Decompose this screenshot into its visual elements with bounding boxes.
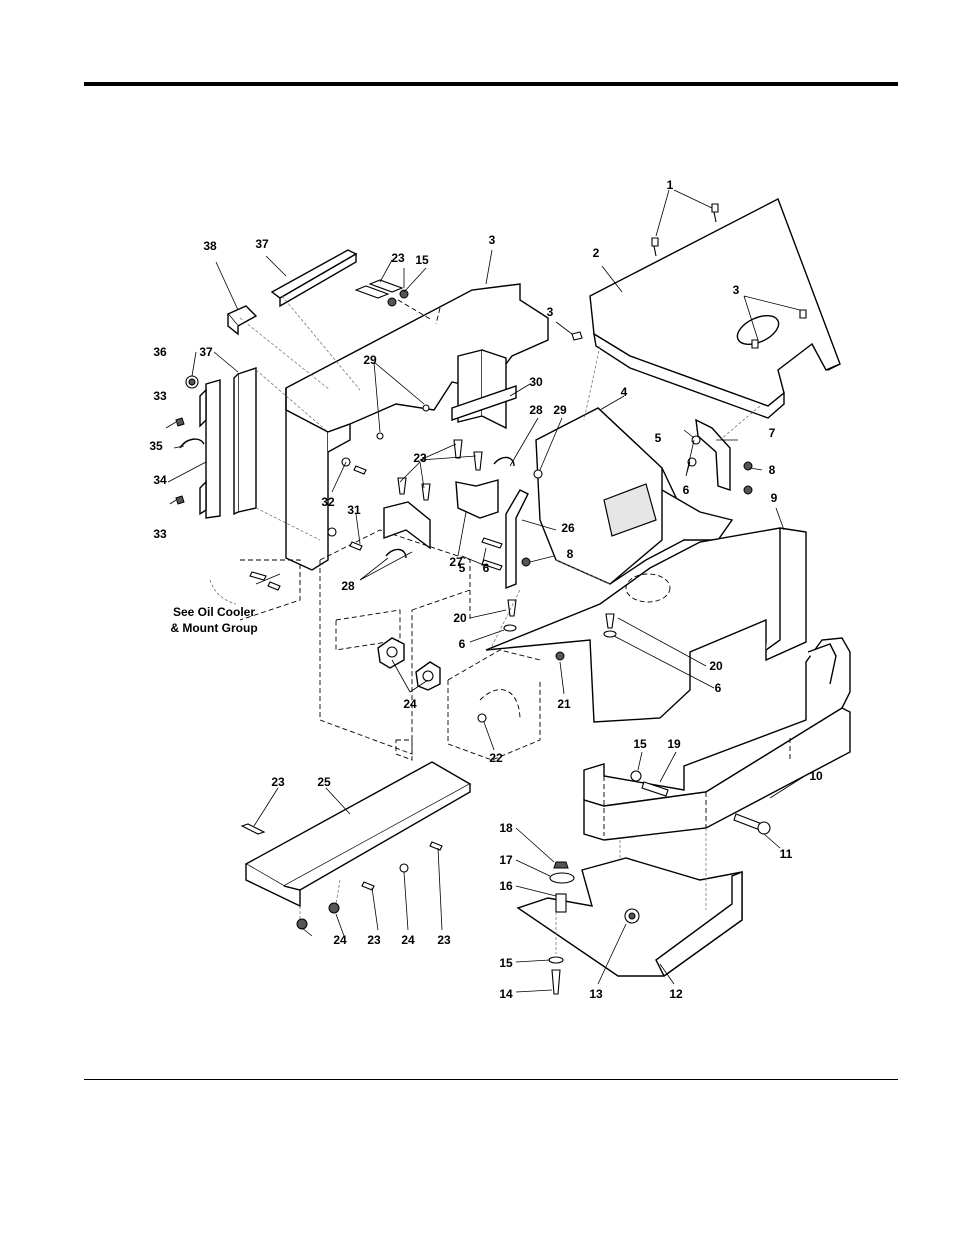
label-13: 13 xyxy=(589,987,603,1001)
label-28: 28 xyxy=(529,403,543,417)
label-8: 8 xyxy=(769,463,776,477)
note-line-2: & Mount Group xyxy=(170,621,257,635)
part-24-knobs xyxy=(378,638,440,690)
label-18: 18 xyxy=(499,821,513,835)
note-line-1: See Oil Cooler xyxy=(173,605,255,619)
label-35: 35 xyxy=(149,439,163,453)
label-23: 23 xyxy=(367,933,381,947)
part-2-cover-panel xyxy=(590,199,840,418)
label-23: 23 xyxy=(437,933,451,947)
part-26-bracket xyxy=(506,490,528,588)
label-24: 24 xyxy=(401,933,415,947)
footer-rule xyxy=(84,1079,898,1080)
label-4: 4 xyxy=(621,385,628,399)
label-6: 6 xyxy=(483,561,490,575)
label-3: 3 xyxy=(733,283,740,297)
label-22: 22 xyxy=(489,751,503,765)
label-31: 31 xyxy=(347,503,361,517)
reference-note: See Oil Cooler & Mount Group xyxy=(170,605,257,635)
label-8: 8 xyxy=(567,547,574,561)
part-30-bracket xyxy=(452,350,516,428)
label-27: 27 xyxy=(449,555,463,569)
label-26: 26 xyxy=(561,521,575,535)
label-10: 10 xyxy=(809,769,823,783)
label-37: 37 xyxy=(255,237,269,251)
label-29: 29 xyxy=(363,353,377,367)
label-36: 36 xyxy=(153,345,167,359)
label-6: 6 xyxy=(683,483,690,497)
label-11: 11 xyxy=(780,847,793,861)
label-23: 23 xyxy=(271,775,285,789)
label-28: 28 xyxy=(341,579,355,593)
label-33: 33 xyxy=(153,527,167,541)
label-19: 19 xyxy=(667,737,681,751)
label-6: 6 xyxy=(715,681,722,695)
label-14: 14 xyxy=(499,987,513,1001)
part-7-bracket xyxy=(688,420,752,494)
part-37-channel-side xyxy=(234,368,256,514)
label-23: 23 xyxy=(391,251,405,265)
label-21: 21 xyxy=(557,697,571,711)
label-3: 1 xyxy=(667,178,674,192)
label-20: 20 xyxy=(709,659,723,673)
label-12: 12 xyxy=(669,987,683,1001)
label-34: 34 xyxy=(153,473,167,487)
part-37-channel-top xyxy=(272,250,356,306)
label-6: 6 xyxy=(459,637,466,651)
label-7: 7 xyxy=(769,426,776,440)
label-15: 15 xyxy=(415,253,429,267)
label-16: 16 xyxy=(499,879,513,893)
label-15: 15 xyxy=(633,737,647,751)
label-37: 37 xyxy=(199,345,213,359)
label-32: 32 xyxy=(321,495,335,509)
label-2: 2 xyxy=(593,246,600,260)
label-29: 29 xyxy=(553,403,567,417)
label-20: 20 xyxy=(453,611,467,625)
label-24: 24 xyxy=(403,697,417,711)
label-25: 25 xyxy=(317,775,331,789)
part-34-side-plate xyxy=(176,376,220,518)
label-3: 3 xyxy=(547,305,554,319)
label-23: 23 xyxy=(413,451,427,465)
label-30: 30 xyxy=(529,375,543,389)
label-17: 17 xyxy=(499,853,513,867)
label-9: 9 xyxy=(771,491,778,505)
label-24: 24 xyxy=(333,933,347,947)
label-33: 33 xyxy=(153,389,167,403)
label-15: 15 xyxy=(499,956,513,970)
label-38: 38 xyxy=(203,239,217,253)
label-1: 3 xyxy=(489,233,496,247)
label-5: 5 xyxy=(655,431,662,445)
